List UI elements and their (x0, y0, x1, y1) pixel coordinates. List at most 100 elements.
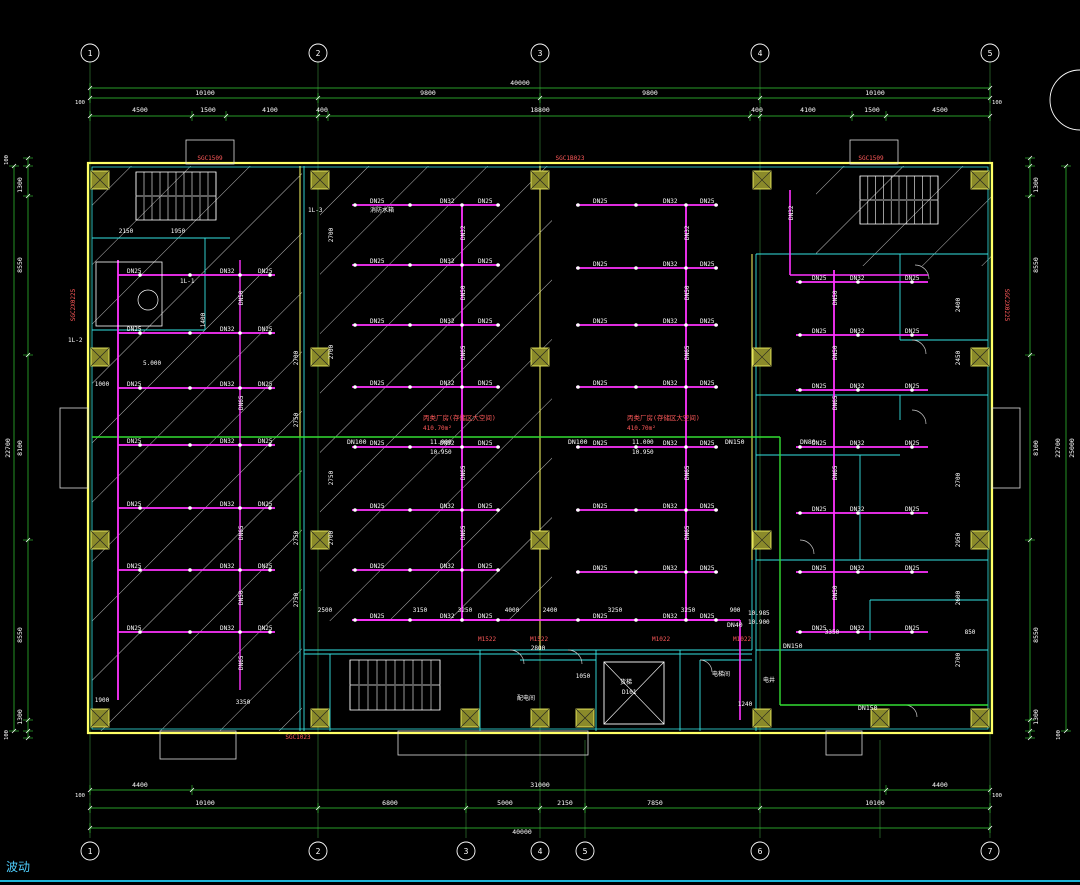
pipe-tag: DN32 (440, 198, 455, 205)
axis-bubble-bottom (80, 841, 100, 861)
sprinkler-head (238, 568, 242, 572)
column-x (752, 708, 772, 728)
int-r-1: 2450 (955, 350, 962, 365)
stair-bottom (349, 659, 441, 711)
pipe-tag: DN25 (258, 326, 273, 333)
sprinkler-head (353, 508, 357, 512)
status-text: 波动 (6, 860, 31, 874)
pipe-tag: DN25 (700, 503, 715, 510)
sprinkler-pipe-network (92, 190, 988, 720)
sprinkler-head (268, 506, 272, 510)
window-tag-right: SGC2X0225 (1003, 289, 1010, 322)
area-elev-left: 410.70m² (423, 425, 452, 432)
dim-slash (582, 805, 588, 811)
sprinkler-head (496, 323, 500, 327)
sprinkler-head (460, 323, 464, 327)
pipe-tag: DN25 (700, 440, 715, 447)
axis-bubble-bottom-label: 5 (583, 847, 588, 856)
int-h-0: 2500 (318, 607, 333, 614)
right-dim-4: 8550 (1032, 627, 1040, 643)
int-r-4: 2600 (955, 590, 962, 605)
int-v-1: 2700 (328, 344, 335, 359)
axis-bubble-bottom-label: 6 (758, 847, 763, 856)
sprinkler-head (353, 385, 357, 389)
pipe-tag: DN65 (238, 655, 245, 670)
dim-slash (987, 85, 993, 91)
column-x (970, 530, 990, 550)
column-x (530, 530, 550, 550)
room-e: 电井 (763, 676, 775, 684)
sprinkler-head (188, 331, 192, 335)
door-arc (911, 409, 927, 425)
pipe-tag: DN25 (593, 503, 608, 510)
sprinkler-head (496, 618, 500, 622)
pipe-tag: DN25 (593, 261, 608, 268)
sprinkler-head (714, 323, 718, 327)
pipe-tag: DN50 (460, 285, 467, 300)
trunk-label-1: DN150 (725, 438, 745, 446)
pipe-tag: DN32 (220, 381, 235, 388)
sprinkler-head (496, 263, 500, 267)
axis-bubble-bottom (308, 841, 328, 861)
sprinkler-head (496, 568, 500, 572)
int-v-3: 2700 (328, 530, 335, 545)
dn80-label: DN80 (800, 438, 816, 446)
dim-slash (25, 352, 31, 358)
top-dim-r2-6: 4100 (800, 106, 816, 114)
column-x (970, 170, 990, 190)
int-v-5: 2700 (293, 350, 300, 365)
axis-bubble-bottom (530, 841, 550, 861)
int-r-6: 850 (965, 629, 976, 636)
sprinkler-head (856, 511, 860, 515)
int-v-4: 2750 (293, 592, 300, 607)
sprinkler-head (268, 386, 272, 390)
sprinkler-head (634, 618, 638, 622)
int-s-7: 2800 (531, 645, 546, 652)
pipe-tag: DN25 (370, 613, 385, 620)
pipe-tag: DN25 (258, 381, 273, 388)
pipe-tag: DN25 (700, 565, 715, 572)
int-h-3: 4000 (505, 607, 520, 614)
axis-bubble-top-label: 3 (538, 49, 543, 58)
sprinkler-head (353, 263, 357, 267)
sprinkler-head (408, 568, 412, 572)
column-x (530, 347, 550, 367)
sprinkler-head (684, 385, 688, 389)
pipe-tag: DN25 (370, 198, 385, 205)
pipe-tag: DN25 (127, 501, 142, 508)
pipe-tag: DN32 (440, 440, 455, 447)
column-x (970, 347, 990, 367)
dim-slash (883, 787, 889, 793)
pipe-tag: DN65 (684, 345, 691, 360)
column-x (752, 170, 772, 190)
level-b-right: 10.950 (632, 449, 654, 456)
sprinkler-head (576, 570, 580, 574)
sprinkler-head (138, 630, 142, 634)
sprinkler-head (910, 630, 914, 634)
left-dim-6: 1300 (16, 709, 24, 725)
pipe-tag: DN50 (238, 290, 245, 305)
pipe-tag: DN25 (905, 565, 920, 572)
sprinkler-head (798, 333, 802, 337)
sprinkler-head (910, 511, 914, 515)
door-arc (699, 659, 713, 673)
dim-slash (987, 825, 993, 831)
pipe-tag: DN32 (788, 205, 795, 220)
right-dim-2: 8100 (1032, 440, 1040, 456)
window-box (397, 730, 589, 756)
pipe-tag: DN25 (258, 438, 273, 445)
sprinkler-head (460, 385, 464, 389)
window-tag-top-right: SGC1509 (858, 155, 884, 162)
pipe-tag: DN25 (478, 380, 493, 387)
pipe-tag: DN25 (127, 381, 142, 388)
pipe-tag: DN65 (684, 525, 691, 540)
status-bar: 波动 (0, 850, 1080, 885)
pipe-tag: DN25 (700, 198, 715, 205)
bot-small-0: 100 (75, 793, 85, 799)
dim-slash (1027, 352, 1033, 358)
int-s-9: 1950 (171, 228, 186, 235)
level-d: 10.900 (748, 619, 770, 626)
pipe-tag: DN25 (593, 318, 608, 325)
column-x (970, 708, 990, 728)
